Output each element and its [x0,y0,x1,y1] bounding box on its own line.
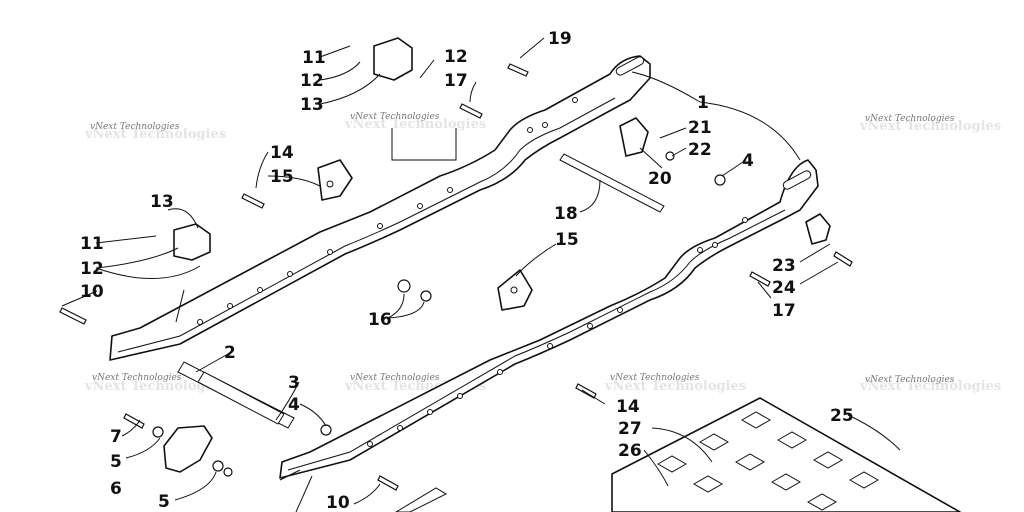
callout-10: 10 [326,493,350,512]
callout-12: 12 [80,259,104,279]
hitch-block [163,425,213,473]
front-slide-rail [279,159,819,479]
watermark-bg: vNext Technologies [344,117,486,132]
callout-14: 14 [270,143,294,163]
callout-19: 19 [548,29,572,49]
callout-21: 21 [688,118,712,138]
callout-5: 5 [110,452,122,472]
callout-17: 17 [772,301,796,321]
watermark-bg: vNext Technologies [84,127,226,142]
callout-4: 4 [742,151,754,171]
callout-1: 1 [697,93,709,113]
watermark: vNext Technologies [865,375,955,385]
callout-22: 22 [688,140,712,160]
watermark: vNext Technologies [90,122,180,132]
pivot-brackets [317,159,533,311]
callout-27: 27 [618,419,642,439]
watermark-bg: vNext Technologies [604,379,746,394]
callout-18: 18 [554,204,578,224]
watermarks: vNext Technologies vNext Technologies vN… [84,112,1001,394]
watermark: vNext Technologies [350,112,440,122]
rear-slide-rail [109,55,651,361]
callout-26: 26 [618,441,642,461]
rail-end-piece [395,487,448,512]
callout-16: 16 [368,310,392,330]
callout-15: 15 [270,167,294,187]
callout-17: 17 [444,71,468,91]
callout-25: 25 [830,406,854,426]
watermark-bg: vNext Technologies [859,119,1001,134]
callout-4: 4 [288,395,300,415]
nuts-washers [152,151,726,477]
callout-5: 5 [158,492,170,512]
callout-7: 7 [110,427,122,447]
callout-15: 15 [555,230,579,250]
callout-3: 3 [288,373,300,393]
callout-20: 20 [648,169,672,189]
callout-11: 11 [80,234,104,254]
callout-14: 14 [616,397,640,417]
callout-10: 10 [80,282,104,302]
callout-13: 13 [300,95,324,115]
watermark: vNext Technologies [350,373,440,383]
shock-mount-blocks [173,37,831,261]
watermark: vNext Technologies [92,373,182,383]
watermark-bg: vNext Technologies [859,379,1001,394]
watermark-bg: vNext Technologies [84,379,226,394]
callout-11: 11 [302,48,326,68]
watermark: vNext Technologies [610,373,700,383]
leader-lines [61,37,901,512]
callout-12: 12 [300,71,324,91]
bolts [59,63,853,491]
callout-12: 12 [444,47,468,67]
callout-labels: 1 2 3 4 4 5 5 6 7 10 10 11 11 12 12 12 1… [80,29,854,512]
callout-13: 13 [150,192,174,212]
watermark: vNext Technologies [865,114,955,124]
callout-6: 6 [110,479,122,499]
callout-24: 24 [772,278,796,298]
cross-shafts [177,153,665,429]
callout-2: 2 [224,343,236,363]
track [611,397,961,512]
callout-23: 23 [772,256,796,276]
rail-holes [197,97,748,447]
